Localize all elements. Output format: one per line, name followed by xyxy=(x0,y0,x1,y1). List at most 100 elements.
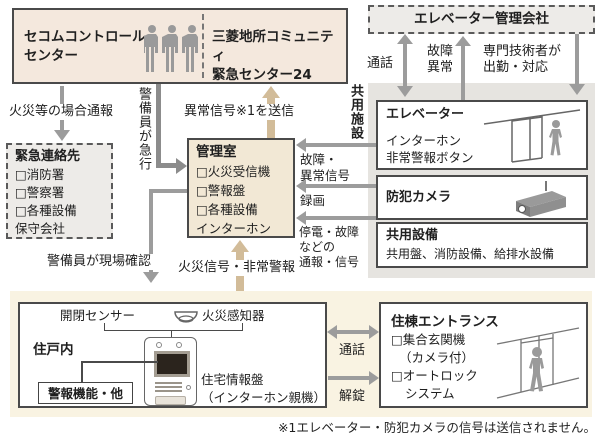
guard-onsite-line-vertical xyxy=(149,189,153,273)
recording-shaft xyxy=(305,184,376,188)
abnormal-signal-label: 異常信号※1を送信 xyxy=(182,104,297,120)
fault-signal-label: 故障・ 異常信号 xyxy=(300,152,351,183)
engineer-arrow-shaft xyxy=(575,34,579,85)
unlock-shaft xyxy=(328,376,369,380)
device-screen-frame xyxy=(154,351,190,377)
info-panel-label: 住宅情報盤 （インターホン親機） xyxy=(201,372,327,405)
outage-signal-arrowhead xyxy=(296,211,306,225)
residence-label: 住戸内 xyxy=(33,342,74,358)
mitsubishi-center-label: 三菱地所コミュニティ 緊急センター24 xyxy=(212,29,334,83)
control-room-title: 管理室 xyxy=(196,144,237,160)
equipment-sub-label: 共用盤、消防設備、給排水設備 xyxy=(386,247,555,261)
talk-bottom-arrowhead-left xyxy=(327,325,337,339)
intercom-device xyxy=(144,337,197,406)
control-room-box: 管理室 □火災受信機 □警報盤 □各種設備 インターホン xyxy=(187,138,295,238)
talk-arrowhead-down xyxy=(397,86,413,97)
fire-signal-arrowhead xyxy=(231,240,249,252)
talk-bottom-arrowhead-right xyxy=(369,325,379,339)
fault-arrow-shaft xyxy=(461,45,465,100)
device-screen xyxy=(157,354,187,374)
outage-signal-shaft xyxy=(305,216,376,220)
center-divider xyxy=(202,14,204,78)
secom-center-label: セコムコントロール センター xyxy=(24,29,146,64)
control-room-item-facilities: □各種設備 xyxy=(196,202,258,217)
entrance-box: 住棟エントランス □集合玄関機 （カメラ付） □オートロック システム xyxy=(379,302,588,408)
equipment-box: 共用設備 共用盤、消防設備、給排水設備 xyxy=(376,222,588,268)
control-center-box: セコムコントロール センター 三菱地所コミュニティ 緊急センター24 xyxy=(12,8,348,84)
fire-detector-label: 火災感知器 xyxy=(202,308,265,323)
elevator-box: エレベーター インターホン 非常警報ボタン xyxy=(376,100,588,170)
device-button-small xyxy=(186,385,191,390)
elevator-company-label: エレベーター管理会社 xyxy=(414,11,549,27)
control-room-item-alarm-panel: □警報盤 xyxy=(196,183,246,198)
engineer-label: 専門技術者が 出勤・対応 xyxy=(483,44,562,75)
bracket-right-stub xyxy=(242,323,243,331)
security-camera-icon xyxy=(508,179,574,221)
talk-arrow-shaft xyxy=(403,43,407,87)
talk-bottom-label: 通話 xyxy=(339,343,366,358)
control-room-item-intercom: インターホン xyxy=(196,221,272,236)
outage-signal-label: 停電・故障 などの 通報・信号 xyxy=(299,225,360,269)
contact-item-fire-dept: □消防署 xyxy=(15,167,65,182)
recording-arrowhead xyxy=(296,179,306,193)
fire-signal-label: 火災信号・非常警報 xyxy=(176,260,298,276)
recording-label: 録画 xyxy=(300,193,326,208)
fire-detector-icon xyxy=(173,310,199,324)
alarm-function-label: 警報機能・他 xyxy=(47,386,123,401)
guard-rush-label: 警備員が急行 xyxy=(136,87,151,171)
guard-rush-line-horizontal xyxy=(156,163,177,168)
equipment-title: 共用設備 xyxy=(386,228,439,243)
contact-item-police: □警察署 xyxy=(15,185,65,200)
fault-arrowhead xyxy=(455,36,471,46)
guard-rush-line-vertical xyxy=(156,84,161,168)
elevator-title: エレベーター xyxy=(386,107,465,122)
unlock-arrowhead xyxy=(369,371,379,385)
unlock-label: 解錠 xyxy=(339,389,366,404)
entrance-item-with-camera: （カメラ付） xyxy=(399,350,475,365)
fault-signal-shaft xyxy=(305,143,376,147)
entrance-door-icon xyxy=(493,316,583,406)
bracket-left-stub xyxy=(104,323,105,331)
alarm-connector-horizontal xyxy=(81,361,158,363)
elevator-company-box: エレベーター管理会社 xyxy=(368,5,595,34)
device-circle-left xyxy=(156,342,162,348)
alarm-connector-vertical xyxy=(81,361,83,383)
guard-onsite-label: 警備員が現場確認 xyxy=(45,254,154,270)
device-circle-right xyxy=(176,342,182,348)
guard-onsite-line-horizontal xyxy=(149,189,187,193)
device-button-large xyxy=(155,396,186,405)
open-close-sensor-label: 開閉センサー xyxy=(60,308,136,323)
talk-top-label: 通話 xyxy=(367,56,394,71)
guard-rush-arrowhead xyxy=(176,158,187,174)
camera-box: 防犯カメラ xyxy=(376,175,588,220)
entrance-title: 住棟エントランス xyxy=(391,314,499,330)
engineer-arrowhead xyxy=(569,84,585,95)
elevator-sub-label: インターホン 非常警報ボタン xyxy=(386,133,474,165)
entrance-item-system: システム xyxy=(405,386,455,401)
entrance-items: □集合玄関機 （カメラ付） □オートロック システム xyxy=(391,331,478,403)
camera-title: 防犯カメラ xyxy=(386,190,452,205)
talk-arrowhead-up xyxy=(397,34,413,44)
guard-onsite-arrowhead xyxy=(143,272,159,283)
contact-item-maintenance: 保守会社 xyxy=(15,221,66,236)
bracket-horizontal xyxy=(104,330,243,331)
talk-bottom-shaft xyxy=(337,330,369,334)
common-facilities-label: 共用施設 xyxy=(348,84,363,140)
alarm-function-box: 警報機能・他 xyxy=(38,382,133,404)
abnormal-signal-arrowhead xyxy=(262,86,280,98)
fire-report-label: 火災等の場合通報 xyxy=(7,104,116,120)
footnote: ※1エレベーター・防犯カメラの信号は送信されません。 xyxy=(277,420,596,435)
elevator-door-icon xyxy=(482,106,584,166)
fault-top-label: 故障 異常 xyxy=(427,44,454,75)
security-guards-icon xyxy=(144,24,202,80)
fire-report-arrowhead xyxy=(54,130,70,141)
emergency-contacts-title: 緊急連絡先 xyxy=(15,149,81,164)
device-speaker xyxy=(155,382,182,393)
fault-signal-arrowhead xyxy=(296,138,306,152)
control-room-item-fire-receiver: □火災受信機 xyxy=(196,164,271,179)
emergency-contacts-box: 緊急連絡先 □消防署 □警察署 □各種設備 保守会社 xyxy=(6,143,113,239)
contact-item-facilities: □各種設備 xyxy=(15,203,77,218)
entrance-item-lobby-station: □集合玄関機 xyxy=(391,332,466,347)
bracket-center-stub xyxy=(171,331,172,337)
